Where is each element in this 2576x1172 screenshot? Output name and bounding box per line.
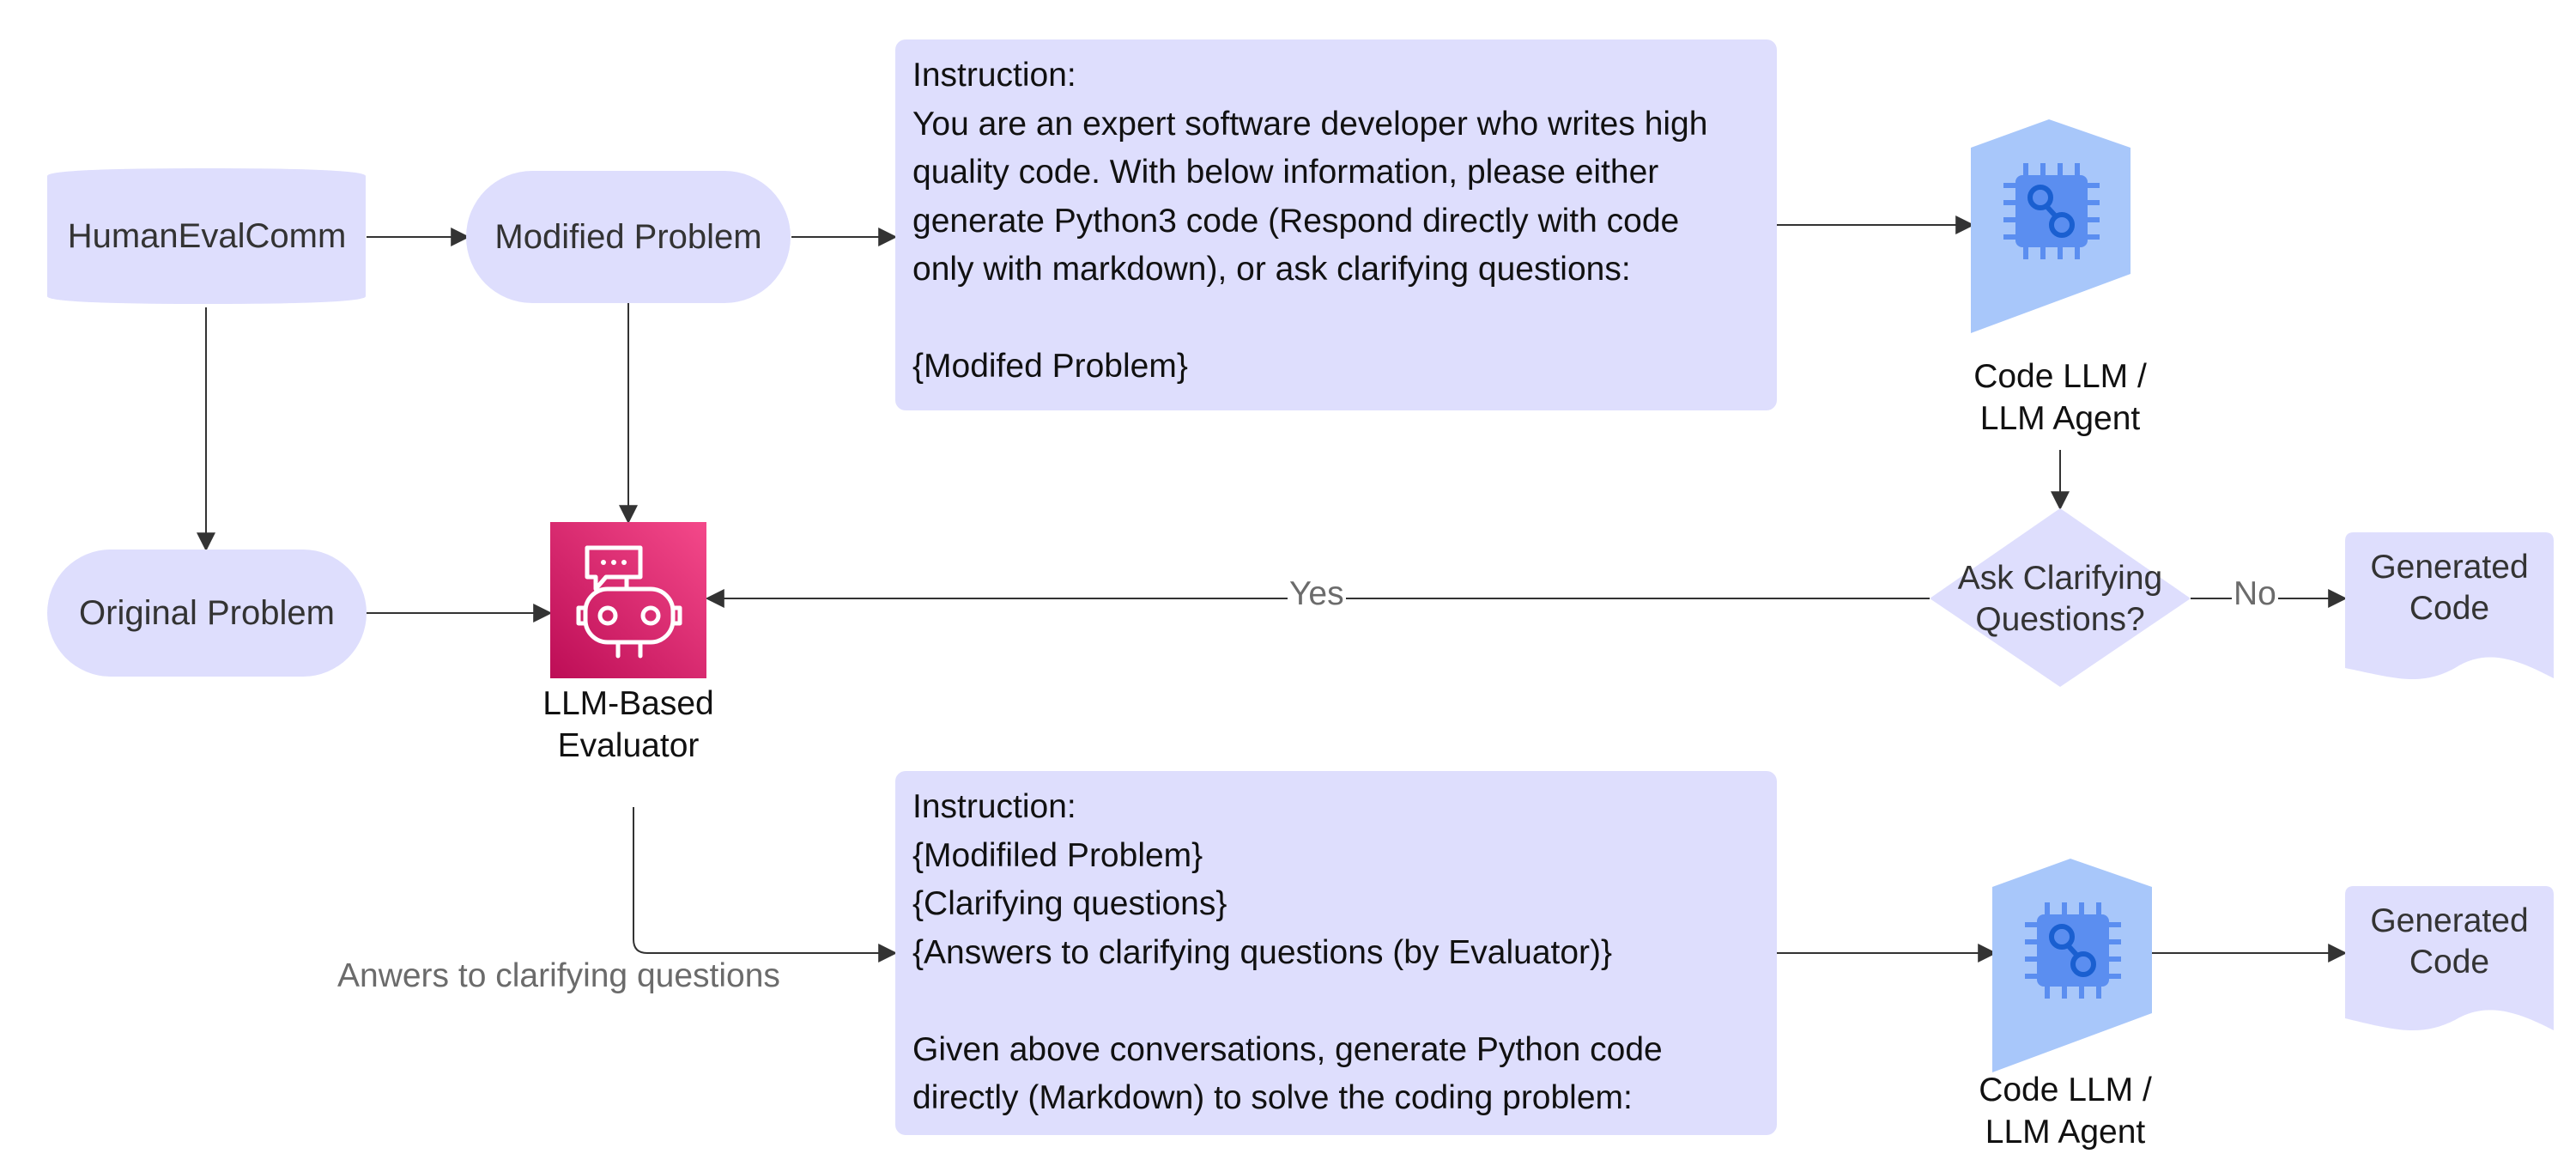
ai-chip-icon-top bbox=[1971, 119, 2131, 333]
robot-chat-icon bbox=[550, 522, 706, 678]
prompt-line bbox=[912, 295, 1760, 343]
edge-label-no: No bbox=[2232, 575, 2278, 613]
edge-label-answers: Anwers to clarifying questions bbox=[337, 957, 780, 994]
source-database-shape bbox=[47, 168, 366, 304]
prompt-line: Given above conversations, generate Pyth… bbox=[912, 1030, 1663, 1068]
code-llm-top-caption: Code LLM / LLM Agent bbox=[1973, 358, 2147, 437]
prompt-line: {Answers to clarifying questions (by Eva… bbox=[912, 933, 1613, 971]
generated-code-top-shape bbox=[2345, 532, 2554, 680]
edge-evaluator-to-prompt-bottom bbox=[633, 807, 898, 962]
node-original-problem: Original Problem bbox=[79, 593, 335, 632]
modified-problem-shape bbox=[466, 171, 791, 303]
node-generated-code-bottom: Generated Code bbox=[2370, 902, 2529, 981]
prompt-line: only with markdown), or ask clarifying q… bbox=[912, 251, 1631, 288]
original-problem-shape bbox=[47, 550, 367, 677]
node-modified-problem: Modified Problem bbox=[494, 217, 762, 256]
ai-chip-icon-bottom bbox=[1992, 859, 2152, 1072]
prompt-line bbox=[912, 977, 1760, 1026]
generated-code-bottom-shape bbox=[2345, 886, 2554, 1031]
prompt-line: Instruction: bbox=[912, 788, 1076, 825]
prompt-line: {Clarifying questions} bbox=[912, 885, 1227, 922]
prompt-line: You are an expert software developer who… bbox=[912, 105, 1708, 143]
edges bbox=[197, 216, 2348, 962]
prompt-line: {Modifiled Problem} bbox=[912, 836, 1203, 874]
node-humanevalcomm: HumanEvalComm bbox=[67, 216, 347, 255]
node-decision: Ask Clarifying Questions? bbox=[1957, 560, 2163, 638]
nodes bbox=[47, 168, 2554, 1031]
prompt-line: directly (Markdown) to solve the coding … bbox=[912, 1079, 1633, 1116]
node-generated-code-top: Generated Code bbox=[2370, 549, 2529, 627]
code-llm-bottom-caption: Code LLM / LLM Agent bbox=[1979, 1072, 2152, 1151]
decision-diamond bbox=[1930, 508, 2191, 687]
prompt-box-top: Instruction: You are an expert software … bbox=[895, 39, 1777, 410]
prompt-line: generate Python3 code (Respond directly … bbox=[912, 202, 1680, 240]
prompt-line: {Modifed Problem} bbox=[912, 348, 1188, 385]
evaluator-caption: LLM-Based Evaluator bbox=[542, 685, 714, 764]
prompt-line: quality code. With below information, pl… bbox=[912, 154, 1659, 191]
edge-label-yes: Yes bbox=[1288, 575, 1346, 613]
prompt-box-bottom: Instruction: {Modifiled Problem} {Clarif… bbox=[895, 771, 1777, 1135]
prompt-line: Instruction: bbox=[912, 57, 1076, 94]
